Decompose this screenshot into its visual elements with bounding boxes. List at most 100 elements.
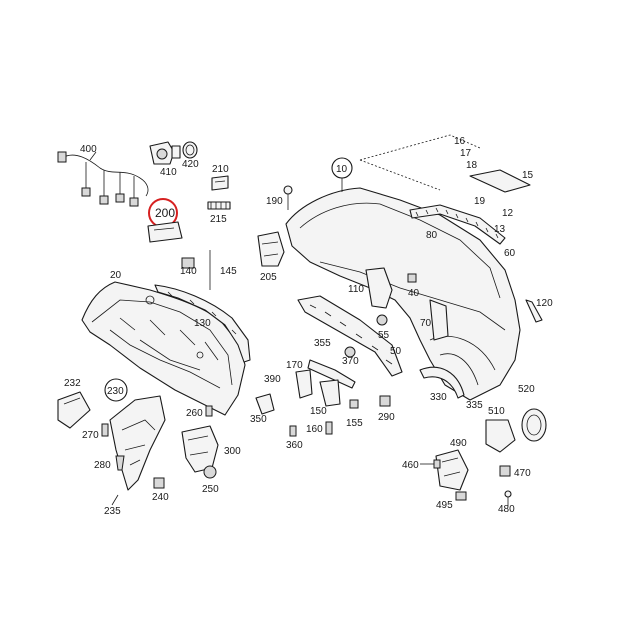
label-480: 480 — [498, 504, 515, 515]
label-280: 280 — [94, 460, 111, 471]
label-110: 110 — [348, 284, 364, 295]
label-205: 205 — [260, 272, 277, 283]
label-355: 355 — [314, 338, 331, 349]
label-300: 300 — [224, 446, 241, 457]
trim-120 — [525, 299, 543, 323]
label-60: 60 — [504, 248, 516, 259]
clip-495 — [455, 491, 467, 501]
label-155: 155 — [346, 418, 363, 429]
label-20: 20 — [110, 270, 122, 281]
label-520: 520 — [518, 384, 535, 395]
clip-240 — [153, 477, 165, 489]
label-410: 410 — [160, 167, 177, 178]
label-240: 240 — [152, 492, 169, 503]
clip-260 — [205, 405, 213, 417]
label-12: 12 — [502, 208, 514, 219]
label-50: 50 — [390, 346, 402, 357]
ring-520 — [521, 408, 547, 442]
label-370: 370 — [342, 356, 359, 367]
label-190: 190 — [266, 196, 283, 207]
label-400: 400 — [80, 144, 97, 155]
label-330: 330 — [430, 392, 447, 403]
clip-470 — [499, 465, 511, 477]
label-210: 210 — [212, 164, 229, 175]
sensor-ring — [182, 141, 198, 159]
bracket-490 — [435, 449, 469, 491]
label-270: 270 — [82, 430, 99, 441]
reflector-15 — [469, 169, 531, 193]
wheel-arch-330 — [419, 366, 465, 399]
label-150: 150 — [310, 406, 327, 417]
label-160: 160 — [306, 424, 323, 435]
label-495: 495 — [436, 500, 453, 511]
trim-strip-60 — [409, 204, 506, 245]
diffuser-trim-130 — [154, 284, 251, 363]
clip-140 — [181, 257, 195, 269]
bracket-110 — [365, 267, 393, 309]
bracket-150 — [319, 379, 341, 407]
label-215: 215 — [210, 214, 227, 225]
label-80: 80 — [426, 230, 438, 241]
label-350: 350 — [250, 414, 267, 425]
label-17: 17 — [460, 148, 472, 159]
bracket-170 — [295, 369, 313, 399]
label-70: 70 — [420, 318, 432, 329]
pin-460 — [420, 459, 441, 469]
clip-360 — [289, 425, 297, 437]
label-200: 200 — [155, 206, 175, 220]
label-235: 235 — [104, 506, 121, 517]
clip-40 — [407, 273, 417, 283]
wiring-harness — [57, 151, 149, 207]
reinforcement-bar — [297, 295, 403, 377]
label-230: 230 — [107, 386, 124, 397]
label-15: 15 — [522, 170, 534, 181]
sensor-bracket-210 — [211, 175, 229, 191]
parking-sensor — [149, 141, 181, 165]
bracket-350 — [255, 393, 275, 415]
label-10: 10 — [336, 164, 348, 175]
label-55: 55 — [378, 330, 390, 341]
bracket-70 — [429, 299, 449, 341]
label-460: 460 — [402, 460, 419, 471]
label-420: 420 — [182, 159, 199, 170]
label-260: 260 — [186, 408, 203, 419]
label-490: 490 — [450, 438, 467, 449]
label-16: 16 — [454, 136, 466, 147]
clip-290 — [379, 395, 391, 407]
nut-55 — [376, 314, 388, 326]
screw-480 — [504, 490, 512, 506]
label-470: 470 — [514, 468, 531, 479]
label-40: 40 — [408, 288, 420, 299]
label-145: 145 — [220, 266, 237, 277]
bracket-300 — [181, 425, 219, 473]
label-232: 232 — [64, 378, 81, 389]
bolt-160 — [325, 421, 333, 435]
clip-155 — [349, 399, 359, 409]
label-120: 120 — [536, 298, 553, 309]
bracket-230 — [109, 395, 166, 491]
label-510: 510 — [488, 406, 505, 417]
label-18: 18 — [466, 160, 478, 171]
label-130: 130 — [194, 318, 211, 329]
label-290: 290 — [378, 412, 395, 423]
sensor-bracket-215 — [207, 201, 231, 210]
cover-plate-200 — [147, 221, 183, 243]
label-335: 335 — [466, 400, 483, 411]
screw-190 — [283, 185, 293, 210]
label-360: 360 — [286, 440, 303, 451]
label-140: 140 — [180, 266, 197, 277]
nut-250 — [203, 465, 217, 479]
housing-510 — [485, 419, 516, 453]
label-13: 13 — [494, 224, 506, 235]
bracket-355 — [307, 359, 356, 389]
label-250: 250 — [202, 484, 219, 495]
label-170: 170 — [286, 360, 303, 371]
label-390: 390 — [264, 374, 281, 385]
label-19: 19 — [474, 196, 486, 207]
cover-232 — [57, 391, 91, 429]
clip-270 — [101, 423, 109, 437]
bracket-205 — [257, 231, 285, 267]
nut-370 — [344, 346, 356, 358]
bolt-280 — [115, 455, 125, 471]
